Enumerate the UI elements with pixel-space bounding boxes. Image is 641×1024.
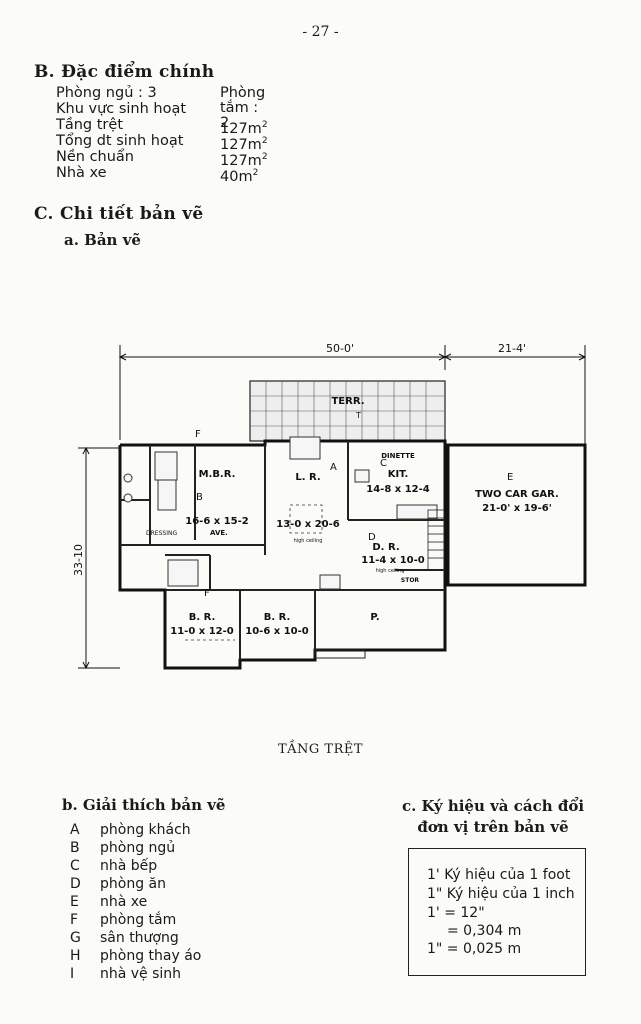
size-br2: 10-6 x 10-0 <box>245 626 309 637</box>
note-high-ceiling-dr: high ceiling <box>376 568 405 574</box>
terrace-grid <box>249 380 446 442</box>
label-terrace: TERR. <box>331 396 364 407</box>
tag-c: C <box>380 458 387 469</box>
label-garage: TWO CAR GAR. <box>475 489 559 500</box>
dimension-depth: 33-10 <box>72 544 85 576</box>
label-lr: L. R. <box>295 472 320 483</box>
tag-a: A <box>330 462 337 473</box>
tag-t: T <box>355 411 361 420</box>
note-high-ceiling-lr: high ceiling <box>294 538 323 544</box>
spec-label: Tầng trệt <box>56 117 123 133</box>
size-mbr: 16-6 x 15-2 <box>185 516 249 527</box>
spec-row: Phòng ngủ : 3 Phòng tắm : 2 <box>56 85 265 131</box>
dimension-garage: 21-4' <box>498 342 526 355</box>
fixtures <box>123 436 438 590</box>
spec-value: 127m2 <box>220 152 268 169</box>
unit-line: 1' Ký hiệu của 1 foot <box>427 867 571 883</box>
tag-f: F <box>195 429 201 440</box>
label-mbr: M.B.R. <box>199 469 236 480</box>
label-dinette: DINETTE <box>381 452 415 460</box>
tag-e: E <box>507 472 513 483</box>
section-c2-title-1: c. Ký hiệu và cách đổi <box>401 797 585 815</box>
spec-label: Phòng ngủ : 3 <box>56 85 157 101</box>
spec-label: Nền chuẩn <box>56 149 134 165</box>
spec-label: Khu vực sinh hoạt <box>56 101 187 117</box>
spec-label: Nhà xe <box>56 165 107 181</box>
plan-caption: TẦNG TRỆT <box>277 742 364 757</box>
spec-value: 127m2 <box>220 136 268 153</box>
unit-line: 1" = 0,025 m <box>427 941 522 957</box>
dimension-width: 50-0' <box>326 342 354 355</box>
spec-row: Tầng trệt 127m2 <box>56 117 268 137</box>
spec-value: Phòng tắm : 2 <box>220 85 266 131</box>
section-c-sub-a: a. Bản vẽ <box>64 231 141 249</box>
spec-row: Nền chuẩn 127m2 <box>56 149 268 169</box>
spec-row: Nhà xe 40m2 <box>56 165 258 185</box>
size-garage: 21-0' x 19-6' <box>482 503 552 514</box>
unit-box: 1' Ký hiệu của 1 foot 1" Ký hiệu của 1 i… <box>408 848 586 976</box>
tag-d: D <box>368 532 376 543</box>
unit-line: 1' = 12" <box>427 905 485 921</box>
spec-value: 127m2 <box>220 120 268 137</box>
label-kit: KIT. <box>388 469 409 480</box>
size-dr: 11-4 x 10-0 <box>361 555 425 566</box>
spec-value: 40m2 <box>220 168 259 185</box>
unit-line: = 0,304 m <box>447 923 522 939</box>
label-dressing: DRESSING <box>146 530 177 537</box>
section-c2-title-2: đơn vị trên bản vẽ <box>417 818 569 836</box>
label-porch: P. <box>370 612 379 623</box>
page-number: - 27 - <box>302 24 339 40</box>
size-kit: 14-8 x 12-4 <box>366 484 430 495</box>
unit-line: 1" Ký hiệu của 1 inch <box>427 886 575 902</box>
size-lr: 13-0 x 20-6 <box>276 519 340 530</box>
stairs <box>427 509 445 571</box>
spec-list: Phòng ngủ : 3 Phòng tắm : 2 Khu vực sinh… <box>56 85 268 185</box>
label-br2: B. R. <box>264 612 291 623</box>
spec-label: Tổng dt sinh hoạt <box>56 133 184 149</box>
section-b-title: B. Đặc điểm chính <box>34 62 215 82</box>
label-dr: D. R. <box>372 542 399 553</box>
size-br1: 11-0 x 12-0 <box>170 626 234 637</box>
exterior-walls <box>118 439 587 670</box>
tag-f-2: F <box>204 588 210 599</box>
section-c-title: C. Chi tiết bản vẽ <box>34 204 204 224</box>
section-b2-title: b. Giải thích bản vẽ <box>62 796 226 814</box>
porch-steps <box>314 649 366 659</box>
spec-row: Tổng dt sinh hoạt 127m2 <box>56 133 268 153</box>
label-stor: STOR <box>401 577 420 584</box>
tag-b: B <box>196 492 203 503</box>
dimension-lines <box>78 345 587 670</box>
dashed-lines <box>185 504 323 641</box>
label-ave: AVE. <box>210 529 228 537</box>
label-br1: B. R. <box>189 612 216 623</box>
spec-row: Khu vực sinh hoạt <box>56 102 186 118</box>
interior-walls <box>120 441 445 660</box>
floor-plan: 50-0' 21-4' 33-10 TERR. T <box>72 342 587 670</box>
